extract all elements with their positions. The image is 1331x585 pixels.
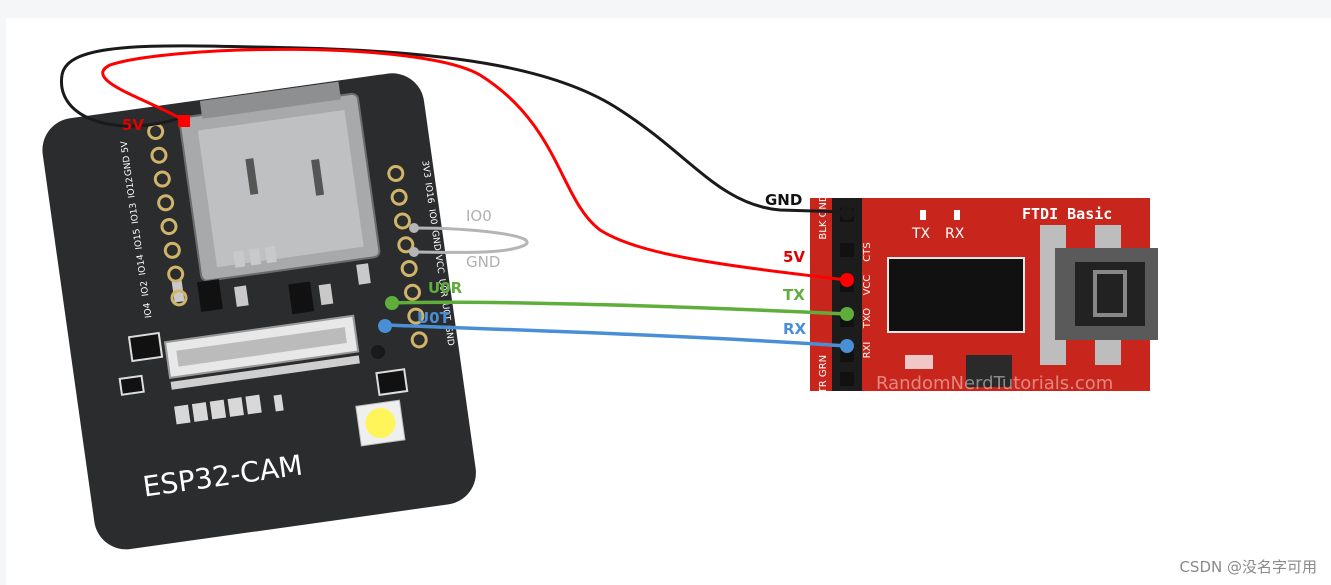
ftdi-led-tx: TX <box>911 226 931 242</box>
wire-end-dots <box>178 115 854 359</box>
wire-labels: 5V GND 5V TX RX U0R U0T IO0 GND <box>122 116 807 338</box>
left-pin-labels: GND 5V IO12 IO13 IO15 IO14 IO2 IO4 <box>120 139 155 318</box>
ftdi-header <box>832 198 862 391</box>
pin-label-right: GND <box>429 230 442 252</box>
ftdi-pin-label: TXO <box>862 308 873 329</box>
ftdi-board: FTDI Basic TX RX BLK GND CTS VCC TXO RXI… <box>810 194 1158 401</box>
ftdi-pin-label: DTR GRN <box>818 355 829 401</box>
label-ftdi-5v: 5V <box>783 248 805 266</box>
label-esp-u0t: U0T <box>417 309 451 327</box>
pin-label-right: 3V3 <box>419 160 431 179</box>
flash-led <box>355 399 406 447</box>
pin-label-left: IO15 <box>132 228 145 250</box>
pin-label-right: IO0 <box>426 208 438 225</box>
label-ftdi-tx: TX <box>783 286 805 304</box>
label-gnd-jumper: GND <box>466 253 500 271</box>
pin-label-left: IO2 <box>139 280 151 297</box>
label-esp-u0r: U0R <box>428 279 463 297</box>
ftdi-watermark: RandomNerdTutorials.com <box>876 373 1113 394</box>
pin-label-left: IO4 <box>142 302 154 319</box>
pad-row <box>174 394 284 425</box>
ftdi-led-rx: RX <box>945 226 965 242</box>
right-pin-labels: 3V3 IO16 IO0 GND VCC U0R U0T GND <box>419 160 455 347</box>
camera-connector <box>163 314 360 390</box>
ftdi-title: FTDI Basic <box>1022 205 1112 223</box>
ftdi-pin-labels: BLK GND CTS VCC TXO RXI DTR GRN <box>818 194 873 401</box>
rx-wire <box>384 323 848 348</box>
power-5v-wire <box>101 47 848 282</box>
label-ftdi-rx: RX <box>783 320 807 338</box>
ftdi-pin-label: BLK GND <box>818 194 829 239</box>
smd-part <box>905 355 933 369</box>
smd-components <box>118 246 409 397</box>
pin-label-right: U0T <box>439 302 451 322</box>
regulator <box>966 355 1012 387</box>
left-pin-row <box>147 122 188 307</box>
usb-connector <box>1055 248 1158 340</box>
led-icons <box>920 210 960 220</box>
io0-gnd-jumper <box>413 226 529 254</box>
pin-label-left: IO14 <box>136 253 149 276</box>
pin-label-right: U0R <box>436 278 448 298</box>
credit-watermark: CSDN @没名字可用 <box>1179 558 1317 576</box>
ftdi-pin-label: VCC <box>862 275 873 296</box>
sd-card-slot <box>178 81 381 282</box>
esp32-cam-board: GND 5V IO12 IO13 IO15 IO14 IO2 IO4 3V3 I… <box>42 73 476 550</box>
ftdi-pin-label: RXI <box>862 342 873 359</box>
right-pin-row <box>387 164 428 349</box>
tx-wire <box>391 300 848 316</box>
ftdi-chip <box>887 257 1025 333</box>
pin-label-left: IO12 <box>125 176 138 198</box>
label-ftdi-gnd: GND <box>765 191 802 209</box>
label-io0: IO0 <box>466 207 492 225</box>
pin-label-left-top: GND 5V <box>120 139 135 176</box>
left-band <box>0 18 6 585</box>
pin-label-right: IO16 <box>422 182 435 205</box>
pin-label-right: GND <box>443 325 456 347</box>
ftdi-pin-label: CTS <box>862 242 873 261</box>
label-esp-5v: 5V <box>122 116 144 134</box>
pin-label-left: IO13 <box>128 202 141 224</box>
pin-label-right: VCC <box>433 254 446 274</box>
top-band <box>0 0 1331 18</box>
